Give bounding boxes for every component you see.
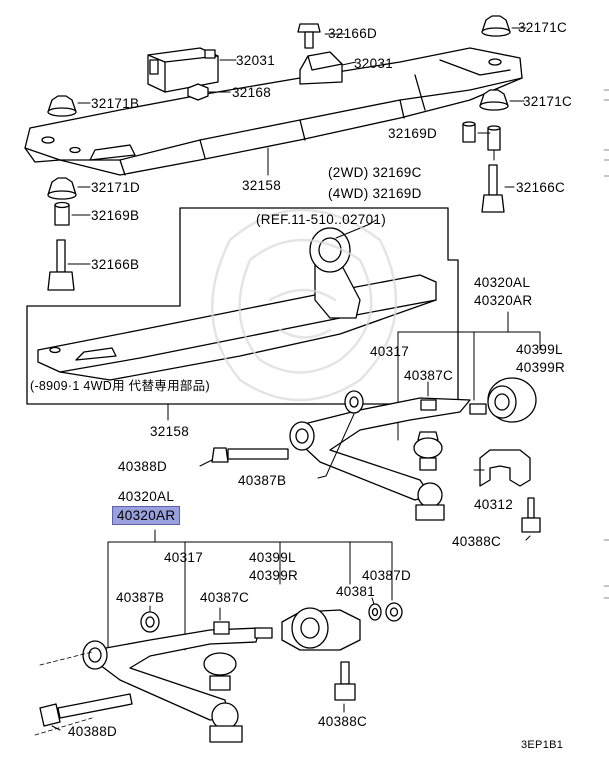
bracket-lines-40320-left	[107, 529, 393, 651]
bolt-32166D-top	[297, 23, 321, 49]
label-32171B[interactable]: 32171B	[91, 96, 140, 111]
sleeve-32169D	[462, 121, 476, 143]
label-40387D[interactable]: 40387D	[362, 568, 412, 583]
label-40399R-left[interactable]: 40399R	[249, 568, 299, 583]
label-40312[interactable]: 40312	[474, 497, 514, 512]
bushing-32171C-right	[479, 89, 509, 111]
label-32031-right[interactable]: 32031	[354, 56, 394, 71]
label-40317-right[interactable]: 40317	[370, 344, 410, 359]
label-32158-top[interactable]: 32158	[242, 178, 282, 193]
label-40320AR-right[interactable]: 40320AR	[474, 293, 533, 308]
sleeve-32169C	[487, 125, 501, 151]
bushing-40387B-right	[344, 390, 364, 414]
bolt-40388C-left	[334, 661, 356, 701]
nut-40387C-left	[213, 621, 230, 635]
nut-40387C-right	[420, 399, 437, 411]
label-32169B[interactable]: 32169B	[91, 208, 140, 223]
label-32166D-top[interactable]: 32166D	[328, 26, 378, 41]
label-40387B-right[interactable]: 40387B	[238, 473, 287, 488]
label-32031-left[interactable]: 32031	[236, 53, 276, 68]
diagram-code: 3EP1B1	[521, 739, 564, 751]
label-40387C-left[interactable]: 40387C	[200, 590, 250, 605]
page-edge-ticks	[603, 89, 609, 599]
sleeve-32169B	[54, 201, 70, 226]
bolt-40388D-right	[211, 447, 289, 463]
bushing-40387B-left	[140, 611, 160, 633]
label-40388C-left[interactable]: 40388C	[318, 714, 368, 729]
leader-lines-left-low	[51, 597, 375, 731]
label-32166B[interactable]: 32166B	[91, 257, 140, 272]
label-40388D-left[interactable]: 40388D	[68, 724, 118, 739]
bolt-32166B	[47, 239, 75, 291]
lower-arm-40317-right	[289, 397, 487, 521]
label-32168[interactable]: 32168	[232, 85, 272, 100]
label-40388C-right[interactable]: 40388C	[452, 534, 502, 549]
label-40387C-right[interactable]: 40387C	[404, 368, 454, 383]
bracket-40312	[479, 449, 531, 487]
label-40387B-left[interactable]: 40387B	[116, 590, 165, 605]
crossmember-32158-top	[24, 47, 523, 176]
label-32171D[interactable]: 32171D	[91, 180, 141, 195]
label-40399L-left[interactable]: 40399L	[249, 550, 296, 565]
lower-arm-40317-left	[34, 627, 273, 743]
leader-lines-right-mid	[199, 381, 531, 541]
nut-32168	[187, 83, 209, 101]
label-32169D[interactable]: 32169D	[388, 126, 438, 141]
label-32166C[interactable]: 32166C	[516, 180, 566, 195]
label-32169C-2wd[interactable]: (2WD) 32169C	[328, 165, 422, 180]
bushing-32171B	[47, 95, 77, 117]
leader-lines-upper	[67, 27, 527, 265]
label-40320AL-right[interactable]: 40320AL	[474, 275, 531, 290]
bolt-40388D-left	[39, 693, 133, 727]
label-40388D-right[interactable]: 40388D	[118, 459, 168, 474]
bolt-32166C	[481, 164, 505, 213]
bushing-40399-left	[281, 607, 361, 651]
mount-32031-left	[147, 47, 219, 93]
label-40320AL-left[interactable]: 40320AL	[118, 489, 175, 504]
watermark-logo	[210, 208, 398, 402]
label-32171C-right[interactable]: 32171C	[523, 94, 573, 109]
label-32171C-topright[interactable]: 32171C	[518, 20, 568, 35]
inset-box	[26, 207, 459, 405]
label-40320AR-left-highlighted[interactable]: 40320AR	[112, 506, 181, 525]
label-32158-bottom[interactable]: 32158	[150, 424, 190, 439]
label-40399R-right[interactable]: 40399R	[516, 360, 566, 375]
nut-40387D	[385, 602, 403, 622]
label-40317-left[interactable]: 40317	[164, 550, 204, 565]
mount-32031-right	[299, 51, 343, 85]
bolt-40388C-right	[521, 497, 541, 533]
label-40381[interactable]: 40381	[336, 584, 376, 599]
bushing-32171D	[47, 177, 77, 200]
bushing-32171C-topright	[481, 15, 511, 37]
washer-40381	[368, 603, 382, 621]
label-40399L-right[interactable]: 40399L	[516, 342, 563, 357]
bushing-40399-right	[487, 377, 537, 423]
inset-note: (-8909·1 4WD用 代替専用部品)	[30, 379, 210, 393]
label-32169D-4wd[interactable]: (4WD) 32169D	[328, 186, 422, 201]
label-ref-11-510: (REF.11-510..02701)	[256, 212, 387, 227]
